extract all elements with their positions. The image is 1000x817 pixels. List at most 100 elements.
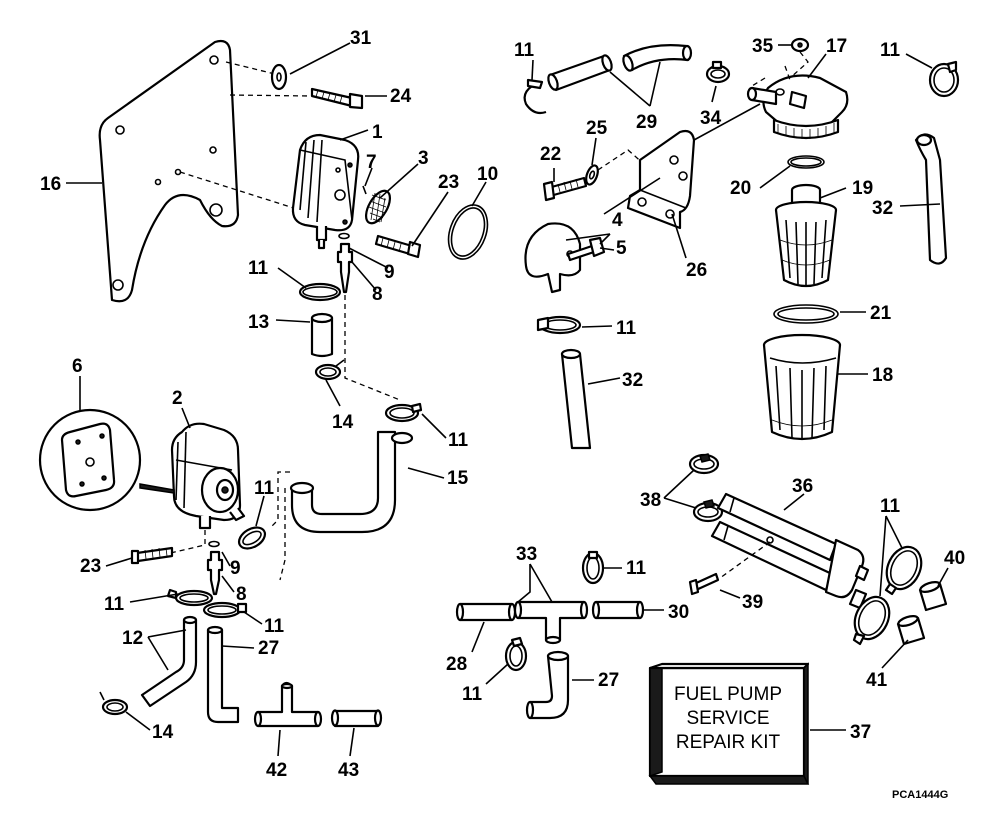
callout-3: 3 <box>418 148 429 169</box>
bolt-22 <box>542 176 588 202</box>
clamp-11-l <box>504 636 528 672</box>
clamp-11-c <box>237 526 267 550</box>
spring-clamp-14-upper <box>314 359 345 381</box>
callout-29: 29 <box>636 112 657 133</box>
callout-23a: 23 <box>438 172 459 193</box>
fitting-8-lower <box>206 550 224 596</box>
filter-head-17 <box>746 74 849 140</box>
seal-7 <box>362 185 367 195</box>
tee-42 <box>253 681 323 728</box>
fuel-pump-1 <box>291 133 360 250</box>
callout-5: 5 <box>616 238 627 259</box>
callout-labels: 31 24 1 7 3 23 10 16 9 8 11 13 14 11 15 … <box>40 28 965 781</box>
callout-27b: 27 <box>598 670 619 691</box>
fuel-pump-2 <box>139 422 246 530</box>
clamp-11-f <box>523 78 547 115</box>
screw-23-lower <box>130 546 174 565</box>
screen-3 <box>364 189 392 225</box>
hose-32-right <box>914 133 948 265</box>
callout-12: 12 <box>122 628 143 649</box>
filter-element-19 <box>774 183 838 288</box>
gasket-inset-6 <box>38 408 142 512</box>
callout-6: 6 <box>72 356 83 377</box>
mounting-plate-16 <box>98 39 240 303</box>
clamp-11-j <box>852 595 891 646</box>
callout-11c: 11 <box>254 478 275 499</box>
callout-8b: 8 <box>236 584 247 605</box>
sleeve-43 <box>330 709 383 728</box>
hose-29 <box>547 44 693 92</box>
callout-14b: 14 <box>152 722 174 743</box>
clamp-11-h <box>928 60 960 98</box>
callout-40: 40 <box>944 548 965 569</box>
callout-11a: 11 <box>248 258 269 279</box>
cooler-36 <box>710 492 870 610</box>
callout-24: 24 <box>390 86 412 107</box>
fitting-8-upper <box>336 242 354 294</box>
screw-23-upper <box>374 234 422 259</box>
clamp-11-i <box>884 545 923 596</box>
callout-16: 16 <box>40 174 61 195</box>
hose-15 <box>289 430 414 534</box>
screw-39 <box>688 572 720 596</box>
callout-39: 39 <box>742 592 763 613</box>
callout-21: 21 <box>870 303 892 324</box>
callout-23b: 23 <box>80 556 101 577</box>
o-ring-20 <box>787 155 825 169</box>
cap-35 <box>790 37 810 53</box>
clamp-11-k <box>581 550 605 585</box>
callout-17: 17 <box>826 36 847 57</box>
callout-20: 20 <box>730 178 751 199</box>
callout-35: 35 <box>752 36 774 57</box>
o-ring-10 <box>447 204 489 260</box>
hose-12 <box>140 615 198 708</box>
hose-28 <box>455 602 517 622</box>
hose-13 <box>310 312 334 358</box>
callout-11j: 11 <box>626 558 647 579</box>
clamp-11-g <box>536 315 582 335</box>
hose-30 <box>591 600 645 620</box>
callout-1: 1 <box>372 122 383 143</box>
callout-18: 18 <box>872 365 893 386</box>
callout-9b: 9 <box>230 558 241 579</box>
callout-9a: 9 <box>384 262 395 283</box>
o-ring-9-lower <box>208 540 220 548</box>
leader-lines <box>66 42 949 757</box>
kit-label-line2: SERVICE <box>686 708 769 729</box>
spring-clamp-14-lower <box>99 691 129 716</box>
callout-11h: 11 <box>616 318 637 339</box>
clamp-11-b <box>384 402 423 423</box>
clamp-11-a <box>298 282 342 302</box>
callout-11e: 11 <box>264 616 285 637</box>
screw-24 <box>310 87 364 110</box>
callout-28: 28 <box>446 654 467 675</box>
callout-15: 15 <box>447 468 469 489</box>
callout-42: 42 <box>266 760 287 781</box>
callout-13: 13 <box>248 312 269 333</box>
callout-4: 4 <box>612 210 623 231</box>
callout-36: 36 <box>792 476 813 497</box>
filter-bowl-18 <box>762 333 842 441</box>
callout-10: 10 <box>477 164 498 185</box>
callout-8a: 8 <box>372 284 383 305</box>
o-ring-21 <box>773 304 839 324</box>
callout-31: 31 <box>350 28 372 49</box>
clamp-38 <box>688 453 724 523</box>
callout-11g: 11 <box>880 40 901 61</box>
clamp-11-e <box>202 601 248 619</box>
figure-code: PCA1444G <box>892 789 948 801</box>
tee-33 <box>513 600 589 645</box>
callout-2: 2 <box>172 388 183 409</box>
callout-11f: 11 <box>514 40 535 61</box>
washer-25 <box>585 164 599 186</box>
o-ring-9-upper <box>338 232 350 240</box>
hose-27-center <box>525 650 570 720</box>
callout-43: 43 <box>338 760 359 781</box>
kit-label-line3: REPAIR KIT <box>676 732 781 753</box>
callout-19: 19 <box>852 178 873 199</box>
callout-34: 34 <box>700 108 722 129</box>
sleeve-40 <box>918 580 948 612</box>
callout-26: 26 <box>686 260 707 281</box>
